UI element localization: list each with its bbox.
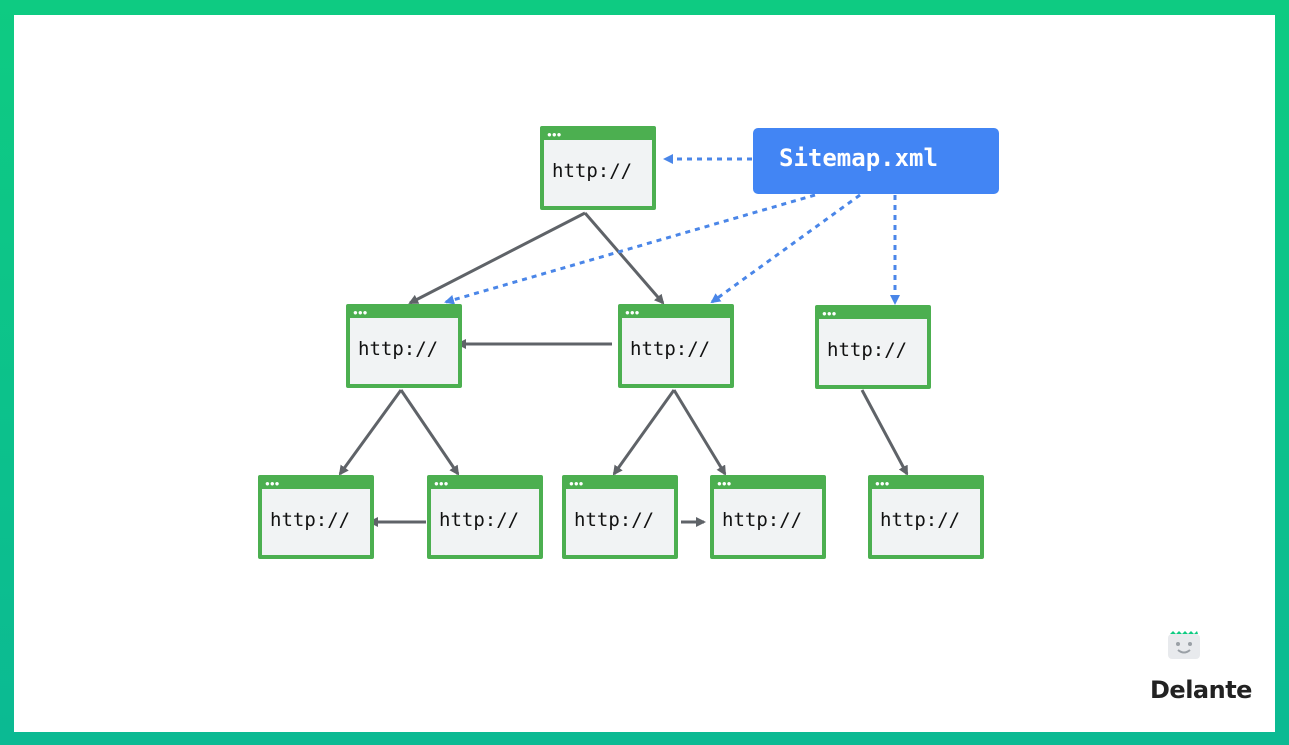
page-url: http:// [439, 509, 520, 531]
browser-bar: ●●● [622, 308, 730, 318]
page-url: http:// [270, 509, 351, 531]
sitemap-link-l2a [444, 193, 816, 305]
window-dots-icon: ●●● [547, 130, 562, 139]
page-url: http:// [827, 339, 908, 361]
browser-bar: ●●● [566, 479, 674, 489]
sitemap-label: Sitemap.xml [779, 144, 938, 172]
page-url: http:// [722, 509, 803, 531]
link-l2a-to-l3b [399, 389, 460, 476]
browser-bar: ●●● [431, 479, 539, 489]
delante-logo: Delante [1150, 676, 1252, 704]
page-node-l3d: ●●● http:// [710, 475, 826, 559]
robot-mascot-icon [1168, 631, 1200, 659]
page-url: http:// [552, 160, 633, 182]
page-url: http:// [880, 509, 961, 531]
page-url: http:// [630, 338, 711, 360]
window-dots-icon: ●●● [434, 479, 449, 488]
window-dots-icon: ●●● [625, 308, 640, 317]
sitemap-link-l2b [710, 193, 861, 304]
link-l2b-to-l3d [672, 389, 727, 476]
link-l2c-to-l3e [860, 389, 909, 476]
link-root-to-l2b [583, 212, 665, 305]
page-url: http:// [358, 338, 439, 360]
link-l2b-to-l3c [612, 389, 676, 476]
window-dots-icon: ●●● [875, 479, 890, 488]
window-dots-icon: ●●● [353, 308, 368, 317]
window-dots-icon: ●●● [822, 309, 837, 318]
page-node-l3c: ●●● http:// [562, 475, 678, 559]
page-node-l2a: ●●● http:// [346, 304, 462, 388]
browser-bar: ●●● [819, 309, 927, 319]
browser-bar: ●●● [544, 130, 652, 140]
page-node-l2c: ●●● http:// [815, 305, 931, 389]
browser-bar: ●●● [350, 308, 458, 318]
page-node-root: ●●● http:// [540, 126, 656, 210]
link-l2a-to-l3a [338, 389, 403, 476]
window-dots-icon: ●●● [717, 479, 732, 488]
window-dots-icon: ●●● [569, 479, 584, 488]
browser-bar: ●●● [714, 479, 822, 489]
page-node-l3b: ●●● http:// [427, 475, 543, 559]
page-url: http:// [574, 509, 655, 531]
browser-bar: ●●● [872, 479, 980, 489]
sitemap-box: Sitemap.xml [753, 128, 999, 194]
browser-bar: ●●● [262, 479, 370, 489]
page-node-l2b: ●●● http:// [618, 304, 734, 388]
page-node-l3e: ●●● http:// [868, 475, 984, 559]
link-root-to-l2a [408, 211, 586, 305]
page-node-l3a: ●●● http:// [258, 475, 374, 559]
window-dots-icon: ●●● [265, 479, 280, 488]
